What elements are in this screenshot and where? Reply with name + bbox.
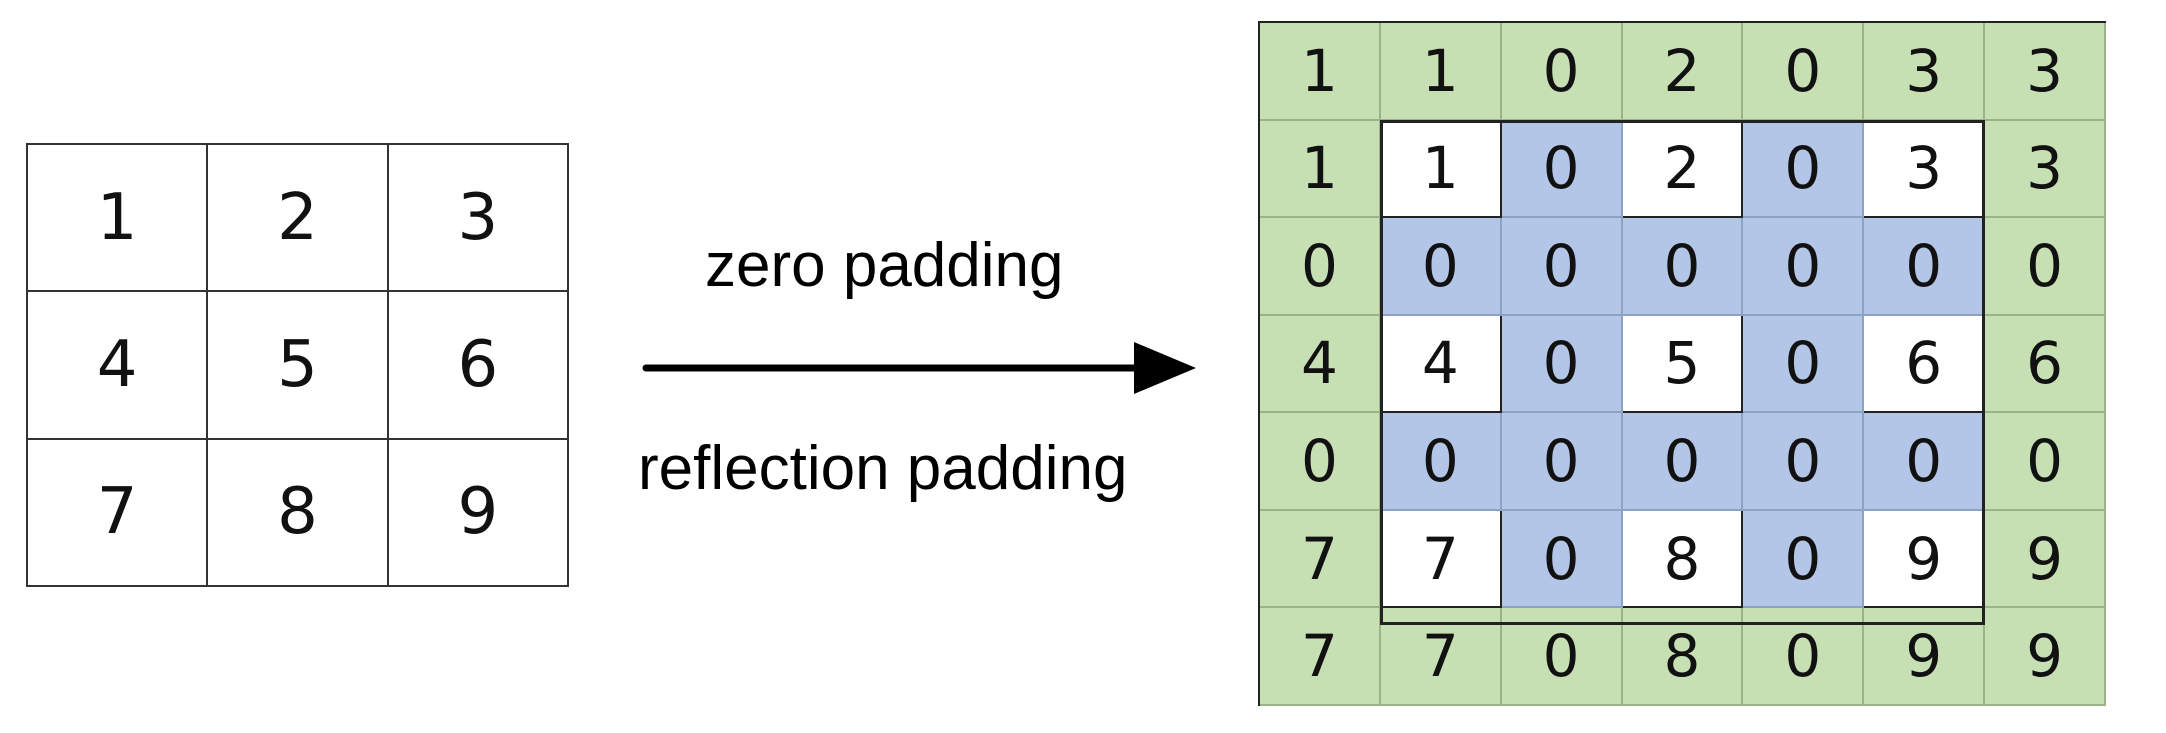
input-matrix: 1 2 3 4 5 6 7 8 9 [26, 143, 569, 587]
output-cell: 0 [1743, 120, 1865, 219]
zero-padding-label: zero padding [705, 231, 1064, 300]
output-cell: 9 [1864, 608, 1986, 706]
output-cell: 0 [1622, 218, 1744, 316]
output-cell: 2 [1622, 120, 1744, 219]
output-cell: 0 [1260, 218, 1381, 316]
input-cell: 1 [28, 145, 209, 293]
output-cell: 8 [1622, 608, 1744, 706]
output-cell: 0 [1864, 218, 1986, 316]
input-cell: 4 [28, 292, 209, 440]
output-cell: 1 [1380, 23, 1502, 121]
output-cell: 9 [1985, 510, 2106, 609]
output-cell: 9 [1864, 510, 1986, 609]
reflection-padding-label: reflection padding [638, 434, 1128, 503]
input-cell: 6 [388, 292, 569, 440]
output-cell: 0 [1743, 218, 1865, 316]
output-cell: 1 [1260, 23, 1381, 121]
arrow-right-icon [642, 342, 1196, 394]
output-cell: 0 [1260, 413, 1381, 511]
output-cell: 7 [1260, 510, 1381, 609]
input-cell: 8 [208, 439, 389, 587]
output-cell: 0 [1743, 315, 1865, 414]
output-cell: 2 [1622, 23, 1744, 121]
output-cell: 7 [1260, 608, 1381, 706]
output-cell: 1 [1380, 120, 1502, 219]
output-cell: 7 [1380, 608, 1502, 706]
output-cell: 0 [1985, 413, 2106, 511]
output-cell: 3 [1985, 23, 2106, 121]
input-cell: 3 [388, 145, 569, 293]
output-cell: 0 [1985, 218, 2106, 316]
output-cell: 5 [1622, 315, 1744, 414]
output-cell: 4 [1260, 315, 1381, 414]
output-cell: 8 [1622, 510, 1744, 609]
output-cell: 0 [1864, 413, 1986, 511]
output-cell: 4 [1380, 315, 1502, 414]
input-cell: 7 [28, 439, 209, 587]
output-cell: 3 [1864, 120, 1986, 219]
output-cell: 1 [1260, 120, 1381, 219]
input-cell: 9 [388, 439, 569, 587]
output-cell: 6 [1985, 315, 2106, 414]
arrow-head [1134, 342, 1196, 394]
output-cell: 0 [1501, 23, 1623, 121]
output-cell: 6 [1864, 315, 1986, 414]
output-cell: 0 [1501, 510, 1623, 609]
output-cell: 0 [1501, 120, 1623, 219]
output-cell: 0 [1380, 218, 1502, 316]
output-cell: 0 [1501, 315, 1623, 414]
output-cell: 7 [1380, 510, 1502, 609]
output-cell: 3 [1864, 23, 1986, 121]
output-cell: 0 [1501, 413, 1623, 511]
output-cell: 0 [1501, 218, 1623, 316]
output-cell: 0 [1743, 608, 1865, 706]
output-cell: 9 [1985, 608, 2106, 706]
output-cell: 0 [1743, 23, 1865, 121]
input-cell: 2 [208, 145, 389, 293]
output-cell: 0 [1380, 413, 1502, 511]
output-cell: 0 [1501, 608, 1623, 706]
output-cell: 3 [1985, 120, 2106, 219]
output-cell: 0 [1743, 413, 1865, 511]
input-cell: 5 [208, 292, 389, 440]
output-cell: 0 [1622, 413, 1744, 511]
output-cell: 0 [1743, 510, 1865, 609]
